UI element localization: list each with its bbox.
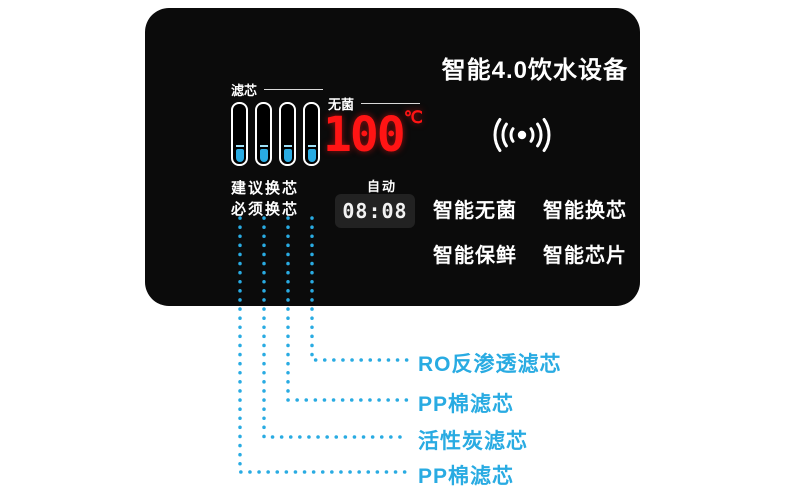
filter-cartridge-4: [303, 102, 320, 166]
panel-title: 智能4.0饮水设备: [441, 57, 628, 84]
feature-freshness: 智能保鲜: [433, 245, 517, 267]
smart-signal-icon: [485, 104, 559, 171]
advice-line-suggest: 建议换芯: [231, 180, 300, 197]
filter-cartridge-2: [255, 102, 272, 166]
auto-mode-label: 自动: [367, 179, 398, 194]
callout-label-pp-upper: PP棉滤芯: [418, 393, 515, 416]
callout-label-pp-lower: PP棉滤芯: [418, 465, 515, 488]
temperature-unit: ℃: [403, 108, 423, 128]
water-level-indicator: [259, 144, 268, 162]
water-level-indicator: [307, 144, 316, 162]
filter-cartridges: [231, 102, 320, 166]
filter-advice-text: 建议换芯 必须换芯: [231, 178, 299, 220]
callout-label-carbon: 活性炭滤芯: [418, 430, 528, 453]
sterile-section-rule: [361, 103, 420, 104]
temperature-value: 100: [323, 107, 406, 163]
filter-section-label: 滤芯: [231, 83, 258, 98]
filter-section-rule: [264, 89, 323, 90]
feature-cartridge-change: 智能换芯: [543, 200, 627, 222]
temperature-display: 100℃: [323, 108, 423, 159]
device-panel: 智能4.0饮水设备 滤芯 建议换芯 必须换芯 无菌: [145, 8, 640, 306]
filter-cartridge-3: [279, 102, 296, 166]
callout-label-ro: RO反渗透滤芯: [418, 353, 562, 376]
clock-time: 08:08: [342, 199, 408, 223]
filter-section-header: 滤芯: [231, 80, 323, 99]
sterile-section-header: 无菌: [328, 94, 420, 113]
feature-list: 智能无菌 智能换芯 智能保鲜 智能芯片: [433, 194, 627, 268]
water-level-indicator: [235, 144, 244, 162]
feature-sterile: 智能无菌: [433, 200, 517, 222]
feature-chip: 智能芯片: [543, 245, 627, 267]
water-level-indicator: [283, 144, 292, 162]
clock-display: 08:08: [335, 194, 415, 228]
advice-line-must: 必须换芯: [231, 201, 300, 218]
filter-cartridge-1: [231, 102, 248, 166]
sterile-label: 无菌: [328, 97, 355, 112]
